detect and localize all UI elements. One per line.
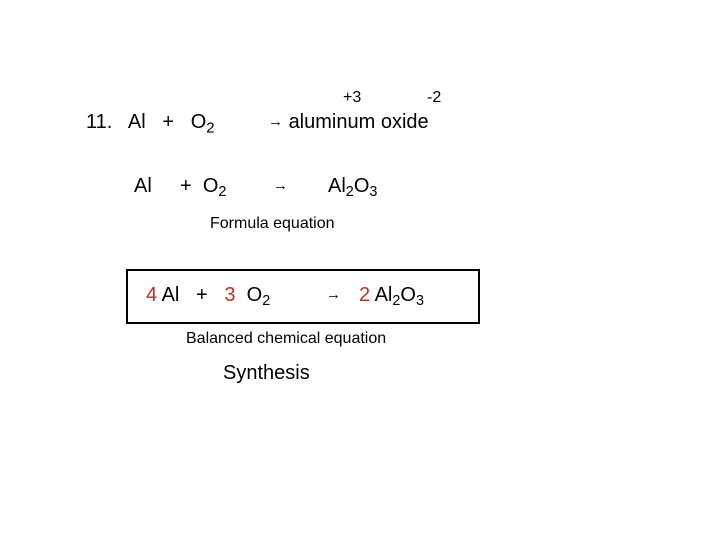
balanced-plus-sign: + [196,284,208,306]
reactant-al: Al [127,111,146,133]
coefficient-4: 4 [146,284,158,306]
balanced-equation-caption: Balanced chemical equation [186,330,387,347]
balanced-reactant-oxygen: O2 [246,284,271,310]
coefficient-3: 3 [224,284,236,306]
formula-equation-caption: Formula equation [210,215,335,232]
reaction-type: Synthesis [223,362,310,384]
balanced-reactant-al: Al [161,284,180,306]
problem-statement: 11. Al + O2 [86,111,215,137]
balanced-arrow-icon: → [326,286,341,303]
formula-reactant-al: Al [134,175,152,197]
balanced-reactants: 4 Al + 3 O2 [146,284,271,310]
formula-arrow-icon: → [273,177,288,194]
coefficient-2: 2 [359,284,371,306]
formula-product: Al2O3 [328,175,378,201]
reactant-oxygen: O2 [190,111,215,137]
balanced-equation-box [126,269,480,324]
charge-al: +3 [343,89,362,106]
product-name-group: → aluminum oxide [268,111,429,134]
yields-arrow-icon: → [268,113,283,130]
formula-reactant-oxygen: + O2 [180,175,227,201]
charge-o: -2 [427,89,442,106]
product-name: aluminum oxide [288,111,429,133]
balanced-product: 2 Al2O3 [359,284,424,310]
plus-sign: + [162,111,175,133]
problem-number: 11. [86,111,113,133]
